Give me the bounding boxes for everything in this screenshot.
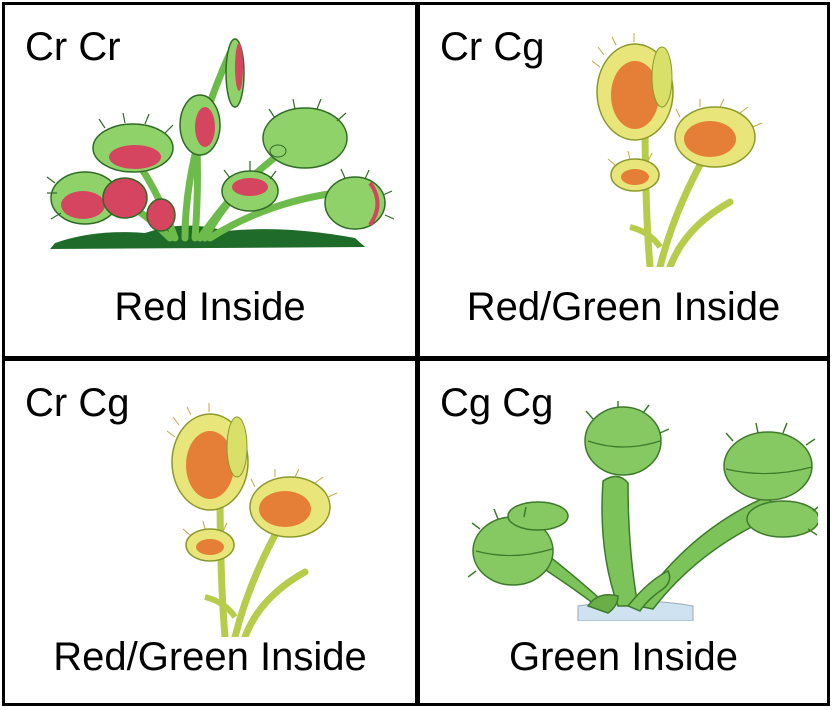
cell-cr-cg-bottom: Cr Cg Red/Green Inside — [5, 361, 415, 703]
venus-flytrap-red-green-icon — [165, 397, 365, 637]
venus-flytrap-red-green-icon — [590, 27, 790, 267]
phenotype-label: Green Inside — [420, 637, 827, 677]
phenotype-label: Red/Green Inside — [420, 287, 827, 327]
genotype-label: Cg Cg — [440, 383, 553, 423]
phenotype-label: Red Inside — [5, 287, 415, 327]
phenotype-label: Red/Green Inside — [5, 637, 415, 677]
cell-cr-cr: Cr Cr — [5, 5, 415, 356]
venus-flytrap-green-icon — [468, 401, 818, 621]
grid-divider-vertical — [415, 5, 420, 703]
cell-cr-cg-top: Cr Cg Red/Green Inside — [420, 5, 827, 356]
genotype-label: Cr Cg — [25, 383, 129, 423]
cell-cg-cg: Cg Cg Green Insid — [420, 361, 827, 703]
grid-divider-horizontal — [5, 356, 827, 361]
genotype-label: Cr Cr — [25, 27, 121, 67]
genotype-label: Cr Cg — [440, 27, 544, 67]
